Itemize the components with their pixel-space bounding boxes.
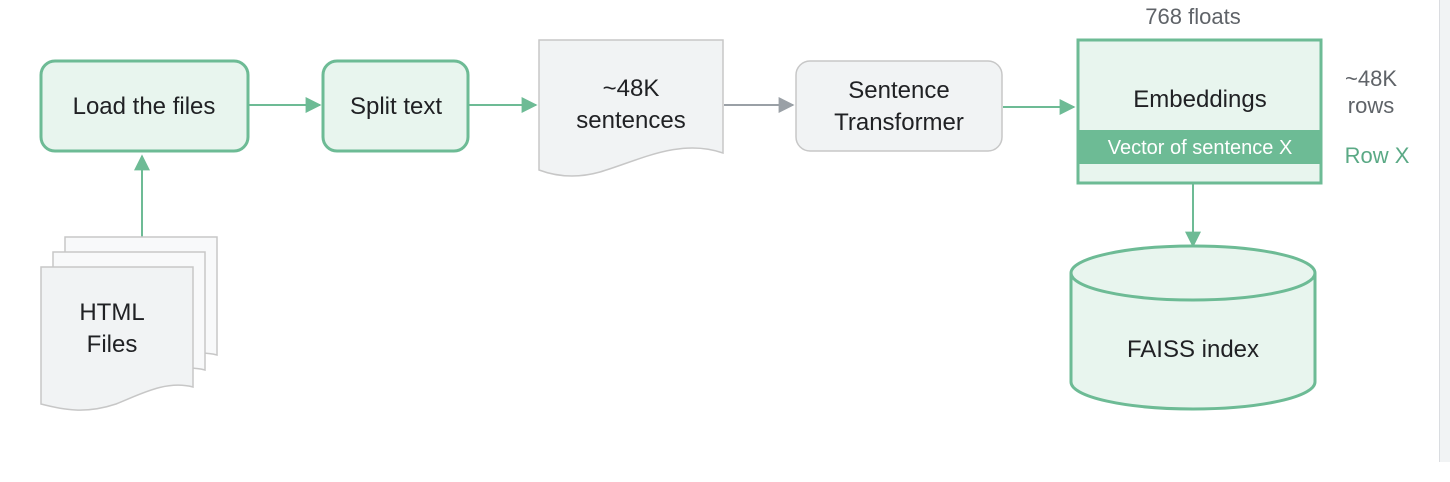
sentence-transformer-line2: Transformer — [834, 109, 964, 136]
rows-annotation-line1: ~48K — [1345, 66, 1397, 91]
embeddings-label: Embeddings — [1133, 86, 1266, 113]
row-x-annotation: Row X — [1345, 143, 1410, 168]
vector-row-band — [1078, 130, 1321, 164]
vector-row-label: Vector of sentence X — [1108, 137, 1293, 159]
html-files-line1: HTML — [79, 299, 144, 326]
load-files-node: Load the files — [39, 59, 250, 153]
sentence-transformer-line1: Sentence — [848, 77, 949, 104]
sentence-transformer-node: Sentence Transformer — [795, 60, 1003, 152]
faiss-index-label: FAISS index — [1127, 336, 1259, 363]
scrollbar-track[interactable] — [1439, 0, 1450, 462]
sentences-word-label: sentences — [576, 107, 685, 134]
rows-annotation-line2: rows — [1348, 93, 1394, 118]
sentences-document: ~48K sentences — [538, 39, 724, 177]
split-text-node: Split text — [321, 59, 470, 153]
split-text-label: Split text — [350, 93, 442, 120]
embeddings-node: Embeddings Vector of sentence X — [1076, 38, 1323, 185]
html-files-stack: HTML Files — [40, 236, 218, 411]
faiss-index-node: FAISS index — [1069, 244, 1317, 411]
floats-annotation: 768 floats — [1145, 4, 1240, 29]
sentences-count-label: ~48K — [603, 75, 660, 102]
load-files-label: Load the files — [73, 93, 216, 120]
html-files-line2: Files — [87, 331, 138, 358]
